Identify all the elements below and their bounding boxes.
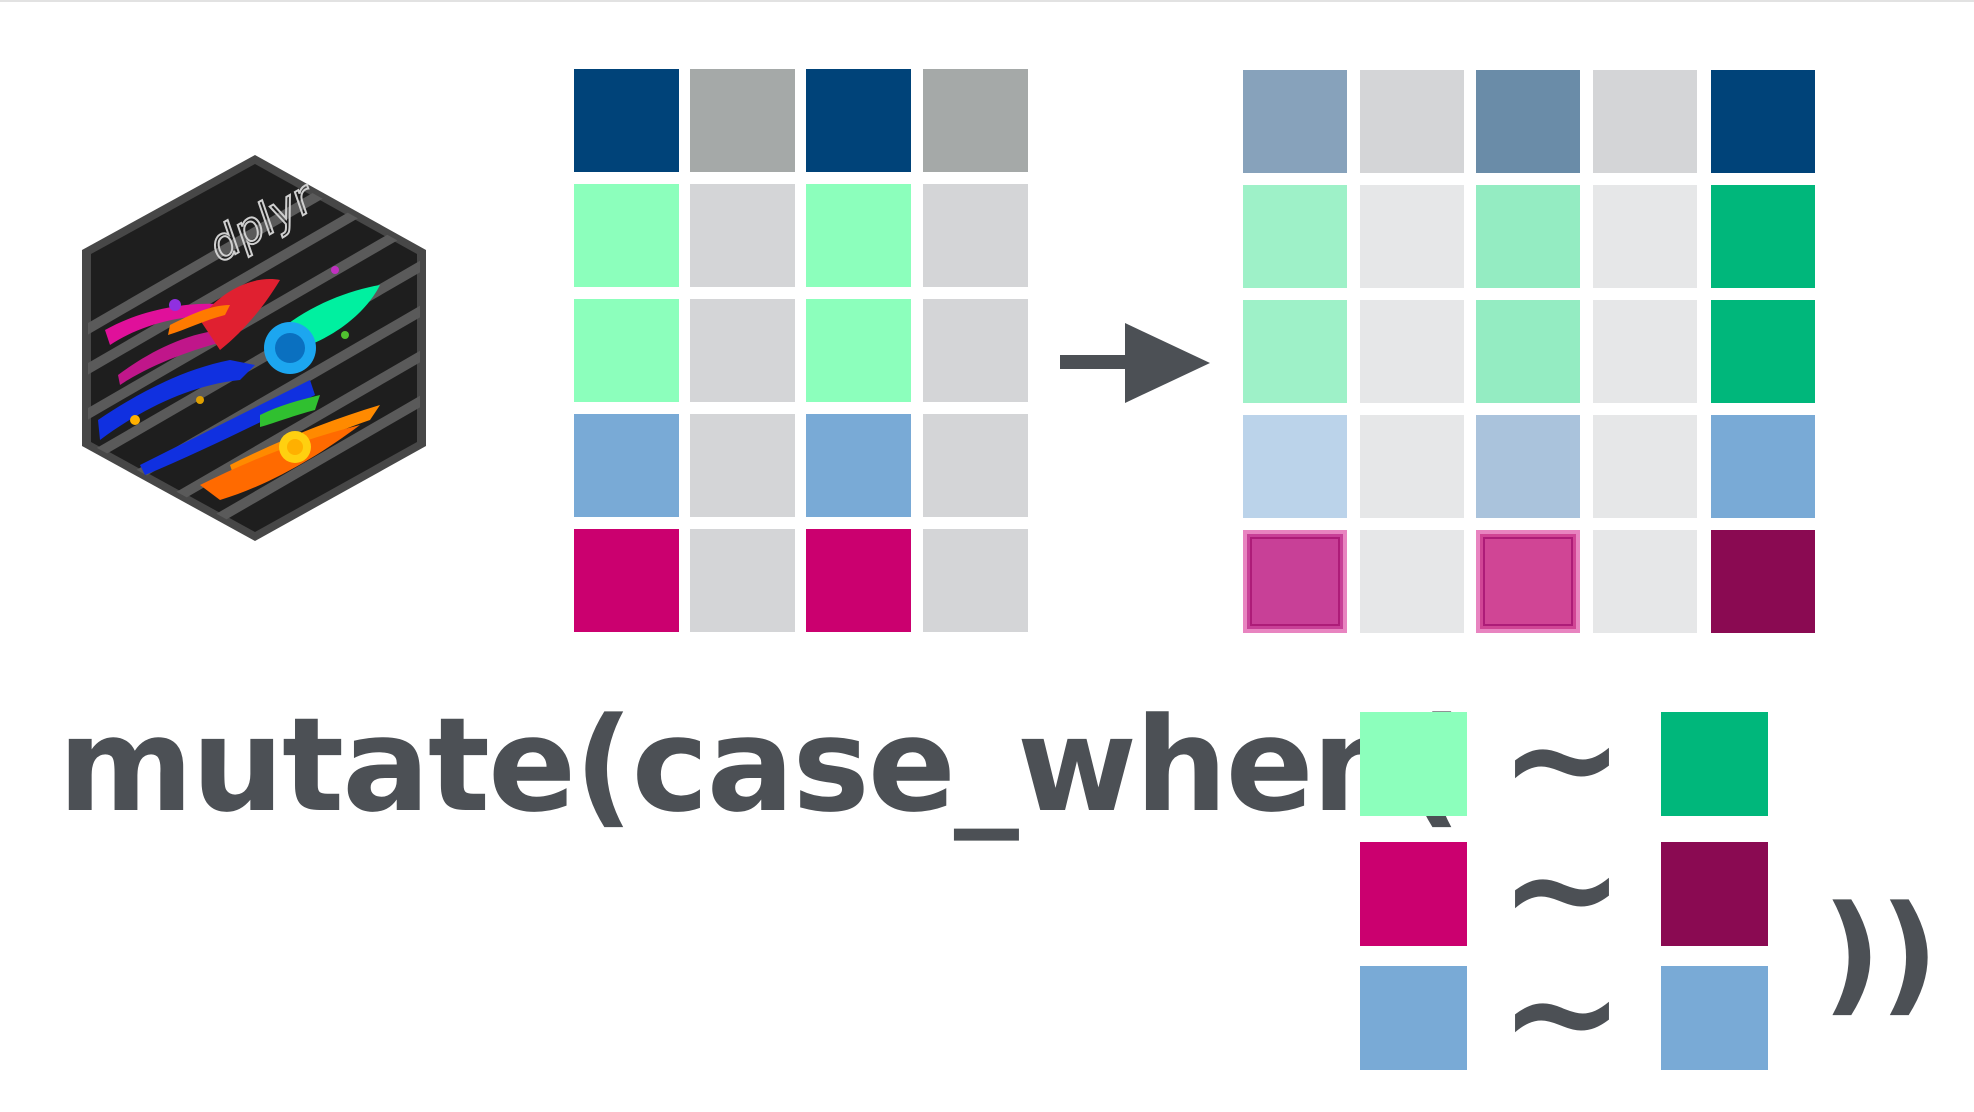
after-grid-cell [1476, 415, 1580, 518]
after-grid-cell [1476, 530, 1580, 633]
after-grid-cell [1476, 185, 1580, 288]
after-grid-cell [1243, 300, 1347, 403]
code-closing-parens: )) [1822, 877, 1939, 1029]
after-grid-cell [1593, 185, 1697, 288]
before-grid-cell [806, 184, 911, 287]
after-grid-cell [1360, 300, 1464, 403]
before-grid-cell [806, 414, 911, 517]
before-grid-cell [574, 414, 679, 517]
after-grid-cell [1593, 530, 1697, 633]
after-grid-cell [1711, 300, 1815, 403]
after-grid-cell [1593, 300, 1697, 403]
code-function-call: mutate(case_when( [58, 689, 1462, 841]
rule-from-color [1360, 842, 1467, 946]
before-grid-cell [923, 529, 1028, 632]
rule-to-color [1661, 966, 1768, 1070]
before-grid-cell [690, 184, 795, 287]
before-grid-cell [690, 414, 795, 517]
before-grid-cell [574, 529, 679, 632]
before-grid-cell [923, 414, 1028, 517]
after-grid-cell [1243, 70, 1347, 173]
before-grid-cell [806, 299, 911, 402]
rule-from-color [1360, 966, 1467, 1070]
rule-to-color [1661, 712, 1768, 816]
top-divider [0, 0, 1974, 2]
tilde-symbol: ~ [1499, 926, 1625, 1100]
after-grid-cell [1711, 185, 1815, 288]
before-grid-cell [690, 529, 795, 632]
after-grid-cell [1593, 70, 1697, 173]
before-grid-cell [923, 69, 1028, 172]
pliers-illustration [98, 266, 380, 500]
after-grid-cell [1360, 185, 1464, 288]
after-grid-cell [1243, 530, 1347, 633]
after-grid-cell [1711, 530, 1815, 633]
after-grid-cell [1711, 415, 1815, 518]
after-grid-cell [1476, 70, 1580, 173]
before-grid-cell [574, 299, 679, 402]
after-grid-cell [1360, 415, 1464, 518]
rule-from-color [1360, 712, 1467, 816]
before-grid-cell [690, 69, 795, 172]
tilde-symbol: ~ [1499, 802, 1625, 976]
before-grid-cell [574, 184, 679, 287]
after-grid-cell [1243, 185, 1347, 288]
after-grid-cell [1476, 300, 1580, 403]
after-grid-cell [1360, 530, 1464, 633]
after-grid-cell [1593, 415, 1697, 518]
before-grid [574, 69, 1029, 634]
before-grid-cell [806, 69, 911, 172]
before-grid-cell [923, 299, 1028, 402]
after-grid [1243, 70, 1819, 636]
after-grid-cell [1360, 70, 1464, 173]
before-grid-cell [574, 69, 679, 172]
rule-to-color [1661, 842, 1768, 946]
after-grid-cell [1711, 70, 1815, 173]
dplyr-hex-logo: dplyr [82, 155, 426, 541]
before-grid-cell [690, 299, 795, 402]
before-grid-cell [923, 184, 1028, 287]
tilde-symbol: ~ [1499, 672, 1625, 846]
before-grid-cell [806, 529, 911, 632]
after-grid-cell [1243, 415, 1347, 518]
right-arrow-icon [1060, 323, 1210, 403]
